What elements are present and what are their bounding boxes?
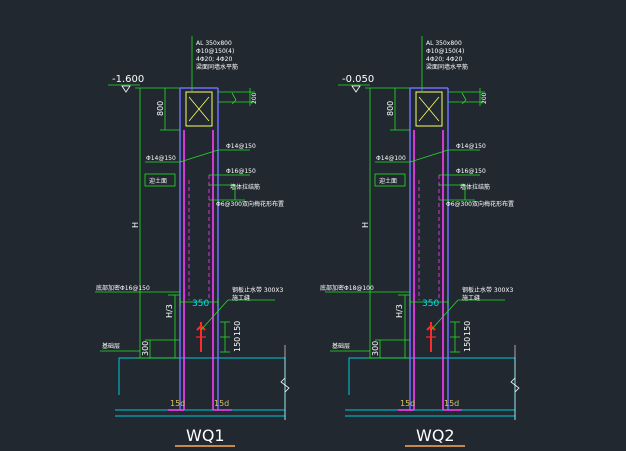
anchor-right-label: 15d [214,399,229,408]
third-height-label: H/3 [395,304,404,318]
dim-150-upper: 150 [463,321,472,336]
dim-150-lower: 150 [463,337,472,352]
detail-wq1: AL 350x800 Φ10@150(4) 4Φ20; 4Φ20 梁面同墙水平筋… [95,36,290,447]
beam-section [415,91,443,127]
wall-tag: 迎土面 [149,177,167,185]
wall-tag: 迎土面 [379,177,397,185]
beam-note-line-3: 4Φ20; 4Φ20 [426,56,462,63]
tie-note: 墙体拉结筋 [230,183,260,191]
foundation-outline [118,357,286,420]
beam-note-line-4: 梁面同墙水平筋 [426,63,468,71]
beam-note-line-3: 4Φ20; 4Φ20 [196,56,232,63]
anchor-left-label: 15d [400,399,415,408]
tie-detail: Φ6@300双向梅花形布置 [216,200,284,208]
waterstop-note-2: 施工缝 [232,294,250,302]
rebar-right-label-2: Φ16@150 [226,168,256,175]
break-symbol [510,377,520,393]
level-label: -0.050 [342,74,374,85]
waterstop-note-2: 施工缝 [462,294,480,302]
anchor-right-label: 15d [444,399,459,408]
beam-note-line-1: AL 350x800 [196,40,232,47]
rebar-right-label-2: Φ16@150 [456,168,486,175]
level-label: -1.600 [112,74,144,85]
waterstop-note-1: 钢板止水带 300X3 [462,286,513,294]
anchor-left-label: 15d [170,399,185,408]
detail-wq2: AL 350x800 Φ10@150(4) 4Φ20; 4Φ20 梁面同墙水平筋… [320,36,520,447]
tie-note: 墙体拉结筋 [460,183,490,191]
dim-wall-width: 350 [422,299,439,309]
dim-300: 300 [371,341,380,356]
rebar-right-label-1: Φ14@150 [456,143,486,150]
beam-section [185,91,213,127]
dim-top-right: 200 [251,92,258,104]
rebar-right-label-1: Φ14@150 [226,143,256,150]
fill-label: 基础层 [102,342,120,350]
foundation-outline [348,357,516,420]
beam-note-line-2: Φ10@150(4) [426,48,464,55]
detail-title: WQ2 [416,426,455,445]
third-height-label: H/3 [165,304,174,318]
height-label: H [361,222,370,228]
dim-beam-height: 800 [156,101,165,116]
beam-note-line-2: Φ10@150(4) [196,48,234,55]
level-marker [351,85,361,93]
waterstop-note-1: 钢板止水带 300X3 [232,286,283,294]
bottom-rebar-note: 底部加密Φ16@150 [96,284,150,292]
dim-150-lower: 150 [233,337,242,352]
dim-300: 300 [141,341,150,356]
dim-150-upper: 150 [233,321,242,336]
dim-top-right: 200 [481,92,488,104]
rebar-left-label: Φ14@100 [376,155,406,162]
bottom-rebar-note: 底部加密Φ18@100 [320,284,374,292]
fill-label: 基础层 [332,342,350,350]
beam-note-line-1: AL 350x800 [426,40,462,47]
tie-detail: Φ6@300双向梅花形布置 [446,200,514,208]
detail-title: WQ1 [186,426,225,445]
dim-wall-width: 350 [192,299,209,309]
rebar-left-label: Φ14@150 [146,155,176,162]
dim-beam-height: 800 [386,101,395,116]
height-label: H [131,222,140,228]
beam-note-line-4: 梁面同墙水平筋 [196,63,238,71]
level-marker [121,85,131,93]
break-symbol [280,377,290,393]
